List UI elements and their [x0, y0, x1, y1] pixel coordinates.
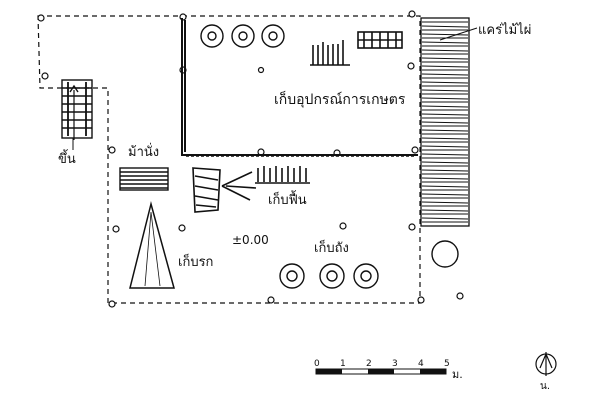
boundary-posts [37, 10, 464, 308]
storage-room-walls [181, 18, 418, 156]
slat-line [421, 73, 469, 76]
north-arrow-icon [535, 352, 557, 376]
label-farm-tools: เก็บอุปกรณ์การเกษตร [274, 90, 406, 108]
slat-line [421, 169, 469, 172]
bench [119, 167, 169, 191]
storage-jars-bottom [279, 263, 379, 289]
slat-line [421, 33, 469, 36]
slat-line [421, 81, 469, 84]
scale-tick-label: 3 [392, 359, 398, 369]
deck-leader-line [439, 27, 478, 41]
root-storage-triangle [129, 201, 175, 289]
storage-jars-top [200, 24, 285, 48]
slat-line [421, 153, 469, 156]
firewood-pile [192, 166, 310, 213]
scale-tick-label: 1 [340, 359, 346, 369]
scale-tick-label: 2 [366, 359, 372, 369]
slat-line [421, 113, 469, 116]
slat-line [421, 137, 469, 140]
farm-tools-sketch [310, 31, 403, 66]
slat-line [421, 201, 469, 204]
slat-line [421, 121, 469, 124]
slat-line [421, 41, 469, 44]
north-label: น. [540, 381, 550, 392]
label-jars: เก็บถัง [314, 238, 349, 256]
slat-line [421, 105, 469, 108]
label-level: ±0.00 [232, 233, 269, 247]
bamboo-slat-deck [420, 17, 470, 227]
slat-line [421, 65, 469, 68]
staircase [61, 79, 93, 140]
slat-line [421, 89, 469, 92]
scale-tick-label: 5 [444, 359, 450, 369]
scale-bar: 0 1 2 3 4 5 ม. [314, 359, 463, 381]
slat-line [421, 57, 469, 60]
slat-line [421, 145, 469, 148]
scale-tick-label: 0 [314, 359, 320, 369]
label-bench: ม้านั่ง [128, 143, 159, 160]
label-stairs: ขึ้น [58, 149, 76, 167]
slat-line [421, 217, 469, 220]
slat-line [421, 209, 469, 212]
slat-line [421, 177, 469, 180]
label-firewood: เก็บฟื้น [268, 190, 307, 208]
slat-line [421, 25, 469, 28]
slat-line [421, 185, 469, 188]
slat-line [421, 193, 469, 196]
label-bamboo-deck: แคร่ไม้ไผ่ [478, 22, 531, 38]
slat-line [421, 49, 469, 52]
slat-line [421, 129, 469, 132]
slat-line [421, 97, 469, 100]
slat-line [421, 161, 469, 164]
plant-circle [431, 240, 459, 268]
scale-unit: ม. [452, 368, 463, 381]
outer-boundary [37, 15, 421, 304]
scale-tick-label: 4 [418, 359, 424, 369]
label-root-store: เก็บรก [178, 252, 213, 270]
